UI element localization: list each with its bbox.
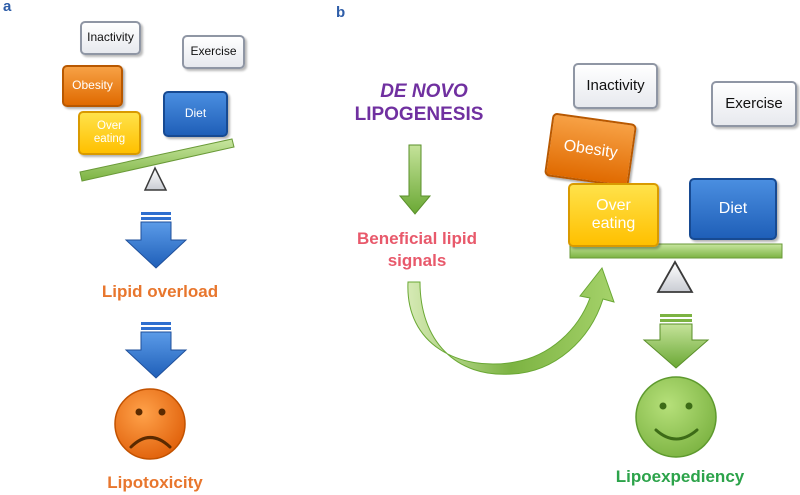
panel-letter-b: b [336,4,346,21]
factor-obesity-b: Obesity [543,112,638,188]
factor-inactivity-a: Inactivity [80,21,141,55]
factor-exercise-a: Exercise [182,35,245,69]
fulcrum-b [656,260,694,293]
happy-face [635,376,717,458]
factor-overeating-b: Over eating [568,183,659,247]
lipotoxicity-label: Lipotoxicity [107,473,203,492]
factor-diet-b: Diet [689,178,777,240]
lipid-overload-label: Lipid overload [101,282,219,301]
lipoexpediency-label: Lipoexpediency [615,467,745,486]
down-arrow-green-denovo [398,144,432,215]
factor-exercise-b: Exercise [711,81,797,127]
de-novo-label: DE NOVO [380,81,468,102]
down-arrow-green-outcome [642,314,710,369]
factor-diet-a: Diet [163,91,228,137]
lipogenesis-label: LIPOGENESIS [354,104,484,125]
seesaw-bar-a [79,138,235,182]
seesaw-bar-b [569,243,783,259]
factor-inactivity-b: Inactivity [573,63,658,109]
factor-overeating-a: Over eating [78,111,141,155]
fulcrum-a [143,166,168,191]
factor-obesity-a: Obesity [62,65,123,107]
panel-letter-a: a [3,0,12,15]
down-arrow-blue-1 [124,212,188,269]
sad-face [114,388,186,460]
curved-arrow-green [407,266,615,375]
beneficial-lipid-signals-label: Beneficial lipid signals [357,229,477,271]
down-arrow-blue-2 [124,322,188,379]
